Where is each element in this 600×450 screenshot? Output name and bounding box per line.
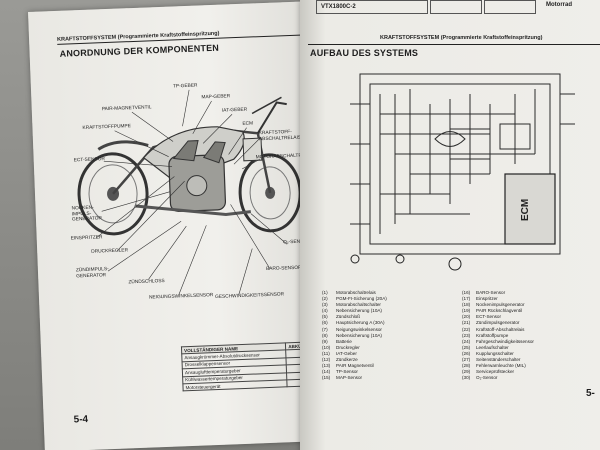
motorcycle-illustration: [77, 96, 302, 236]
list-item: (20)ECT-Sensor: [462, 314, 502, 320]
list-item: (6)Hauptsicherung A (30A): [322, 320, 385, 326]
wiring-diagram: ECM: [350, 73, 575, 271]
ecm-label: ECM: [520, 199, 531, 221]
topright-label: Motorrad: [546, 2, 572, 8]
list-item: (22)Kraftstoff-Abschaltrelais: [462, 326, 525, 332]
list-item: (1)Motorabschaltrelais: [322, 290, 376, 295]
right-page: VTX1800C-2 Motorrad KRAFTSTOFFSYSTEM (Pr…: [300, 0, 600, 450]
list-item: (2)PGM-FI-Sicherung (20A): [322, 296, 387, 302]
list-item: (21)Zündimpulsgenerator: [462, 320, 520, 326]
list-item: (17)Einspritzer: [462, 296, 498, 302]
leader-lines: [96, 89, 288, 295]
model-box: VTX1800C-2: [316, 0, 428, 14]
list-item: (16)BARO-Sensor: [462, 290, 506, 295]
list-item: (5)Zündschloß: [322, 314, 361, 320]
list-item: (10)Druckregler: [322, 344, 360, 350]
connector-icon: [448, 257, 462, 271]
reference-box: [430, 0, 482, 14]
reference-box-2: [484, 0, 536, 14]
page-number-right: 5-: [586, 388, 595, 399]
section-header-right: KRAFTSTOFFSYSTEM (Programmierte Kraftsto…: [380, 35, 543, 41]
list-item: (18)Nockenimpulsgenerator: [462, 302, 525, 308]
list-item: (3)Motorabschaltschalter: [322, 302, 381, 308]
list-item: (27)Seitenständerschalter: [462, 357, 521, 363]
list-item: (12)Zündkerze: [322, 357, 358, 363]
list-item: (26)Kupplungsschalter: [462, 350, 514, 356]
list-item: (19)PAIR Rückschlagventil: [462, 308, 523, 314]
legend-right: (16)BARO-Sensor (17)Einspritzer (18)Nock…: [462, 290, 534, 381]
list-item: (14)TP-Sensor: [322, 369, 358, 375]
ecm-block-icon: [504, 173, 556, 245]
list-item: (13)PAIR Magnetventil: [322, 363, 374, 369]
list-item: (11)IAT-Geber: [322, 350, 357, 356]
list-item: (24)Fahrgeschwindigkeitssensor: [462, 338, 534, 344]
legend-left: (1)Motorabschaltrelais (2)PGM-FI-Sicheru…: [322, 290, 387, 381]
page-title-right: AUFBAU DES SYSTEMS: [310, 48, 419, 58]
left-page: KRAFTSTOFFSYSTEM (Programmierte Kraftsto…: [28, 0, 345, 450]
page-number-left: 5-4: [73, 413, 89, 426]
list-item: (30)O₂-Sensor: [462, 375, 498, 381]
model-code: VTX1800C-2: [321, 4, 356, 10]
list-item: (7)Neigungswinkelsensor: [322, 326, 382, 332]
list-item: (4)Nebensicherung (10A): [322, 308, 382, 314]
rear-wheel-icon: [77, 152, 149, 236]
list-item: (29)Serviceprüfstecker: [462, 369, 515, 375]
list-item: (15)MAP-Sensor: [322, 375, 363, 381]
list-item: (28)Fehlerwarnleuchte (MIL): [462, 363, 526, 369]
list-item: (9)Batterie: [322, 338, 352, 344]
header-rule-right: [308, 44, 600, 45]
list-item: (23)Kraftstoffpumpe: [462, 332, 509, 338]
list-item: (8)Nebensicherung (10A): [322, 332, 382, 338]
list-item: (25)Leerlaufschalter: [462, 344, 509, 350]
